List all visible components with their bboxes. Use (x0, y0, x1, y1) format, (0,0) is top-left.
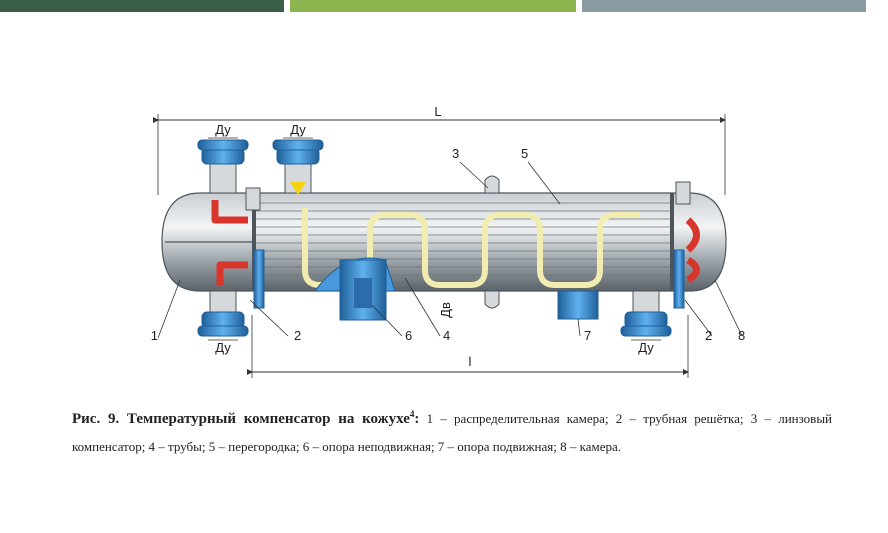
movable-support (557, 290, 599, 320)
flow-arrows (211, 200, 700, 285)
tube-sheet-right-top (675, 181, 691, 205)
nozzle-bottom-right (620, 290, 672, 337)
callout-number: 2 (294, 328, 301, 343)
nozzle-top-right (272, 139, 324, 195)
dimension-overall-length: L (153, 104, 726, 195)
tube-sheet-left (253, 249, 265, 309)
dimension-label-tube-length: l (469, 354, 472, 369)
tube-sheet-left-top (245, 187, 261, 211)
header-bar-green-dark (0, 0, 284, 12)
lens-compensator (484, 175, 500, 309)
figure-caption: Рис. 9. Температурный компенсатор на кож… (72, 400, 832, 461)
dimension-label-overall-length: L (434, 104, 441, 119)
callout-number: 2 (705, 328, 712, 343)
dimension-tube-length: l (247, 315, 689, 378)
dimension-label-nozzle-top-right: Ду (290, 122, 306, 137)
dimension-label-nozzle-bottom-right: Ду (638, 340, 654, 355)
header-bar-green-light (290, 0, 576, 12)
callout-number: 3 (452, 146, 459, 161)
header-bar-grey (582, 0, 866, 12)
heat-exchanger-diagram: L (151, 104, 745, 378)
callout-number: 7 (584, 328, 591, 343)
dimension-label-nozzle-bottom-left: Ду (215, 340, 231, 355)
footnote-reference: 4 (409, 409, 415, 419)
callout-number: 1 (151, 328, 158, 343)
callout-number: 5 (521, 146, 528, 161)
figure-legend-text: 1 – распределительная камера; 2 – трубна… (72, 411, 833, 454)
callout-number: 8 (738, 328, 745, 343)
nozzle-top-left (197, 139, 249, 194)
nozzle-bottom-left (197, 290, 249, 337)
dimension-label-shell-diameter: Дв (438, 302, 453, 318)
callout-number: 6 (405, 328, 412, 343)
tube-sheet-right (673, 249, 685, 309)
dimension-label-nozzle-top-left: Ду (215, 122, 231, 137)
callout-number: 4 (443, 328, 450, 343)
figure-title: Рис. 9. Температурный компенсатор на кож… (72, 409, 420, 427)
fixed-support (314, 257, 396, 321)
